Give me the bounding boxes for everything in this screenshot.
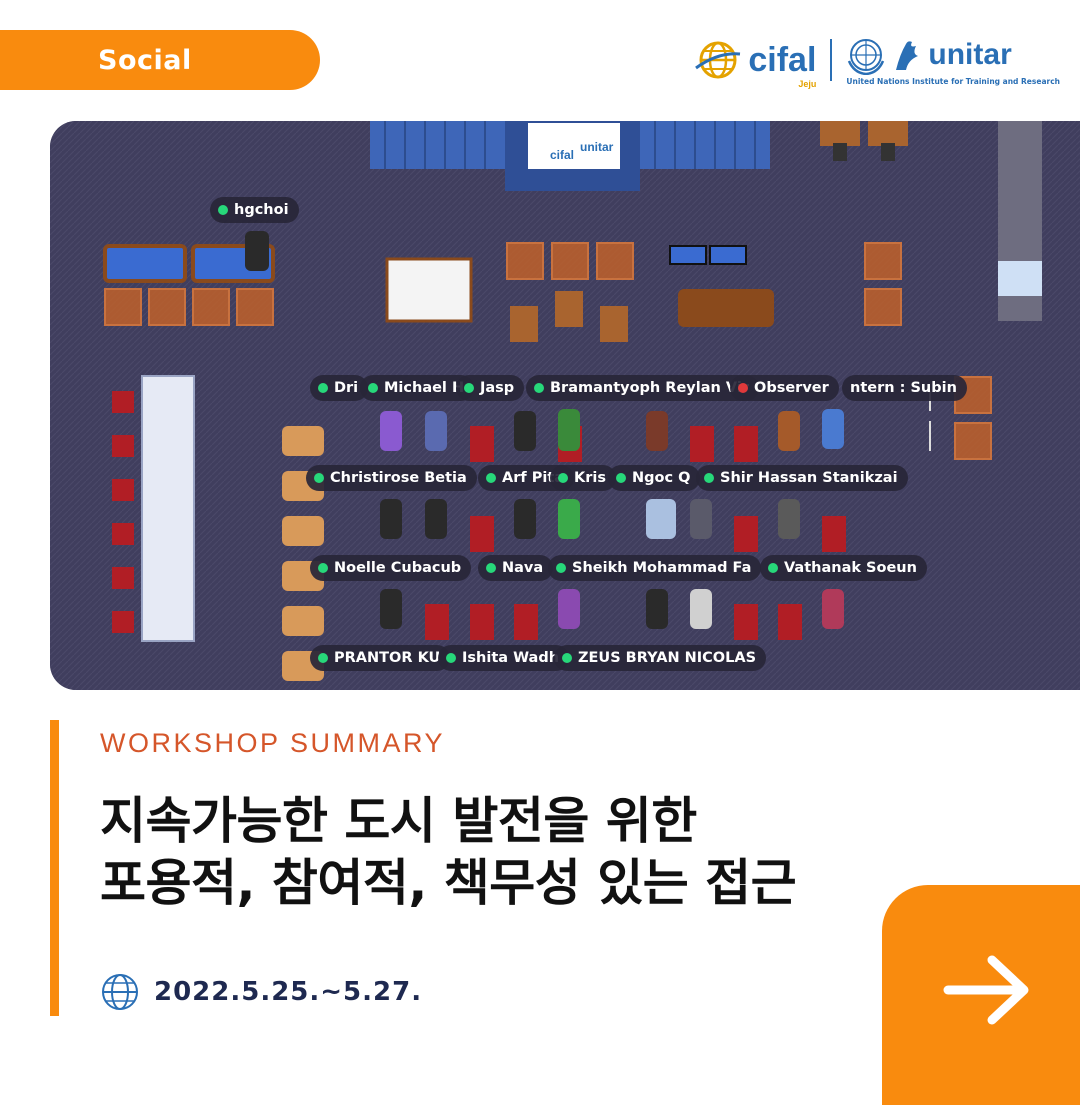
status-online-icon (318, 653, 328, 663)
unitar-wordmark: unitar (928, 37, 1012, 71)
avatar-name-tag[interactable]: Ngoc Q (608, 465, 701, 491)
status-online-icon (616, 473, 626, 483)
avatar-name: Kris (574, 470, 606, 486)
avatar-name: Dri (334, 380, 359, 396)
status-online-icon (446, 653, 456, 663)
avatar-name-tag[interactable]: Nava (478, 555, 554, 581)
status-online-icon (314, 473, 324, 483)
next-button[interactable] (882, 885, 1080, 1105)
status-online-icon (486, 563, 496, 573)
workshop-date: 2022.5.25.~5.27. (154, 977, 423, 1007)
status-online-icon (218, 205, 228, 215)
avatar-name: Christirose Betia (330, 470, 467, 486)
cifal-sub: Jeju (798, 79, 817, 89)
avatar-name-tag[interactable]: Noelle Cubacub (310, 555, 472, 581)
avatar-name: Ngoc Q (632, 470, 691, 486)
avatar-name-tag[interactable]: Dri (310, 375, 369, 401)
avatar-name-tag[interactable]: Observer (730, 375, 839, 401)
avatar-name-tag[interactable]: Christirose Betia (306, 465, 477, 491)
status-online-icon (556, 563, 566, 573)
avatar-name-tag[interactable]: PRANTOR KU (310, 645, 451, 671)
date-row: 2022.5.25.~5.27. (100, 972, 422, 1012)
avatar-name-tag[interactable]: Bramantyoph Reylan Vir (526, 375, 759, 401)
avatar-name-tag[interactable]: Shir Hassan Stanikzai (696, 465, 908, 491)
avatar-name-tag[interactable]: ZEUS BRYAN NICOLAS (554, 645, 767, 671)
status-online-icon (486, 473, 496, 483)
virtual-venue-screenshot: cifal unitar (50, 121, 1080, 690)
avatar-name-tag[interactable]: ntern : Subin (842, 375, 967, 401)
avatar-name: Bramantyoph Reylan Vir (550, 380, 749, 396)
logo-divider (830, 39, 833, 81)
avatar-name: ZEUS BRYAN NICOLAS (578, 650, 757, 666)
accent-bar (50, 720, 59, 1016)
status-online-icon (704, 473, 714, 483)
title-line-1: 지속가능한 도시 발전을 위한 (100, 792, 697, 850)
banner-unitar: unitar (580, 140, 614, 154)
avatar-name: hgchoi (234, 202, 289, 218)
avatar-name: Jasp (480, 380, 515, 396)
cifal-globe-icon (695, 41, 741, 79)
avatar-name: Nava (502, 560, 544, 576)
avatar-name-tag[interactable]: Sheikh Mohammad Fa (548, 555, 762, 581)
avatar-name: Arf Pita (502, 470, 565, 486)
globe-icon (102, 974, 138, 1010)
status-online-icon (318, 563, 328, 573)
arrow-right-icon (943, 955, 1029, 1025)
avatar-name: Shir Hassan Stanikzai (720, 470, 898, 486)
status-online-icon (562, 653, 572, 663)
avatar-name-tag[interactable]: Kris (550, 465, 616, 491)
avatar-name-tag[interactable]: Ishita Wadh (438, 645, 570, 671)
status-online-icon (768, 563, 778, 573)
title-line-2: 포용적, 참여적, 책무성 있는 접근 (100, 854, 797, 912)
avatar-name: ntern : Subin (850, 380, 957, 396)
avatar-name-tag[interactable]: hgchoi (210, 197, 299, 223)
status-online-icon (558, 473, 568, 483)
avatar-name-tag[interactable]: Michael H (360, 375, 475, 401)
category-tag-label: Social (98, 44, 192, 76)
avatar-name: Observer (754, 380, 829, 396)
status-online-icon (318, 383, 328, 393)
status-online-icon (368, 383, 378, 393)
workshop-title: 지속가능한 도시 발전을 위한 포용적, 참여적, 책무성 있는 접근 (100, 790, 797, 914)
avatar-name: PRANTOR KU (334, 650, 441, 666)
unitar-logo: unitar United Nations Institute for Trai… (846, 35, 1060, 86)
status-busy-icon (738, 383, 748, 393)
status-online-icon (464, 383, 474, 393)
avatar-name-tag[interactable]: Arf Pita (478, 465, 575, 491)
unitar-sub: United Nations Institute for Training an… (846, 76, 1060, 86)
avatar-name: Ishita Wadh (462, 650, 560, 666)
avatar-name: Sheikh Mohammad Fa (572, 560, 752, 576)
avatar-name: Michael H (384, 380, 465, 396)
avatar-name: Noelle Cubacub (334, 560, 462, 576)
unitar-bird-icon (896, 40, 919, 70)
category-tag: Social (0, 30, 320, 90)
venue-map: cifal unitar (50, 121, 1080, 690)
section-label: WORKSHOP SUMMARY (100, 728, 446, 758)
cifal-wordmark: cifal (748, 41, 817, 79)
avatar-name-tag[interactable]: Vathanak Soeun (760, 555, 927, 581)
banner-cifal: cifal (550, 148, 574, 162)
avatar-name-tag[interactable]: Jasp (456, 375, 525, 401)
avatar-name: Vathanak Soeun (784, 560, 917, 576)
un-emblem-icon (848, 38, 885, 75)
status-online-icon (534, 383, 544, 393)
